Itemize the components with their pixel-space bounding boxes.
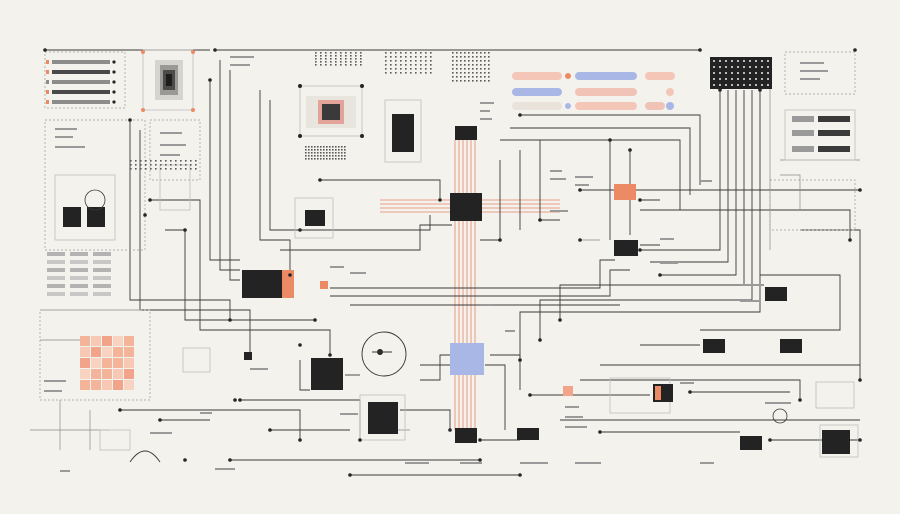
display-matrix [298,84,364,138]
right-label-blocks [792,116,850,152]
circular-sensor-node [84,189,788,463]
micro-label-scribbles [44,56,828,472]
chip-left-boxes-a [63,207,81,227]
chip-right-c [780,339,802,353]
blue-hub-chip [450,343,484,375]
pixel-blur-display [141,50,195,112]
level-slider-panel [46,60,116,104]
chip-display-small [305,210,325,226]
top-chip [455,126,477,140]
chip-tiny-orange [320,281,328,289]
light-traces [30,60,860,450]
chip-bottom-left-center [311,358,343,390]
chip-left-boxes-b [87,207,105,227]
grey-bar-stack [47,252,111,296]
chip-right-a [765,287,787,301]
chip-vertical [392,114,414,152]
dashed-panels [39,51,856,401]
chip-bottom-center [368,402,398,434]
chip-bottom-right-d [822,430,850,454]
chip-bottom-right-b-accent [655,386,661,400]
junction-dots [43,48,862,477]
orange-heatmap-grid [80,336,134,390]
chip-bottom-right-a [517,428,539,440]
dot-grid-fields [130,52,490,170]
chip-tiny-pink [563,386,573,396]
gradient-bars-panel [512,72,675,110]
chip-right-b [703,339,725,353]
chip-components [63,114,850,454]
red-bus-lines [380,140,560,430]
chip-bottom-right-c [740,436,762,450]
panel-outlines [54,49,859,458]
wire-traces [45,49,861,476]
chip-tiny-left [244,352,252,360]
central-chip [450,193,482,221]
top-right-display [710,57,772,89]
chip-left-panel [242,270,282,298]
chip-bottom-red-bus [455,428,477,443]
chip-right-mid [614,240,638,256]
orange-node [614,184,636,200]
chip-left-panel-orange [282,270,294,298]
